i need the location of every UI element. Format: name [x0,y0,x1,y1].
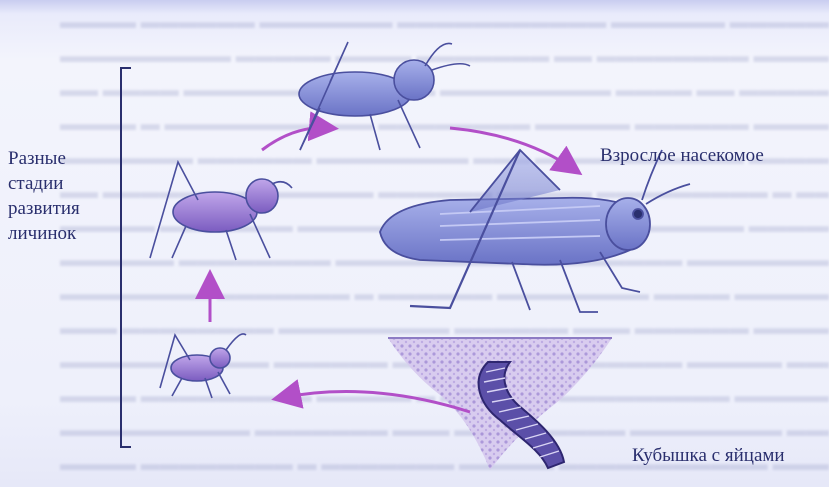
stages-label-line4: личинок [8,221,118,246]
arrow-larva2-to-larva3 [262,128,330,150]
larva-small [160,334,246,398]
larva-medium [150,162,292,260]
adult-grasshopper [380,150,690,312]
stages-label-line2: стадии [8,171,118,196]
stages-label-line1: Разные [8,146,118,171]
adult-insect-label: Взрослое насекомое [600,143,764,168]
larva-large [299,42,470,150]
stages-label: Разные стадии развития личинок [8,146,118,246]
stages-bracket [121,68,131,447]
stages-label-line3: развития [8,196,118,221]
egg-pod-label: Кубышка с яйцами [632,443,785,468]
